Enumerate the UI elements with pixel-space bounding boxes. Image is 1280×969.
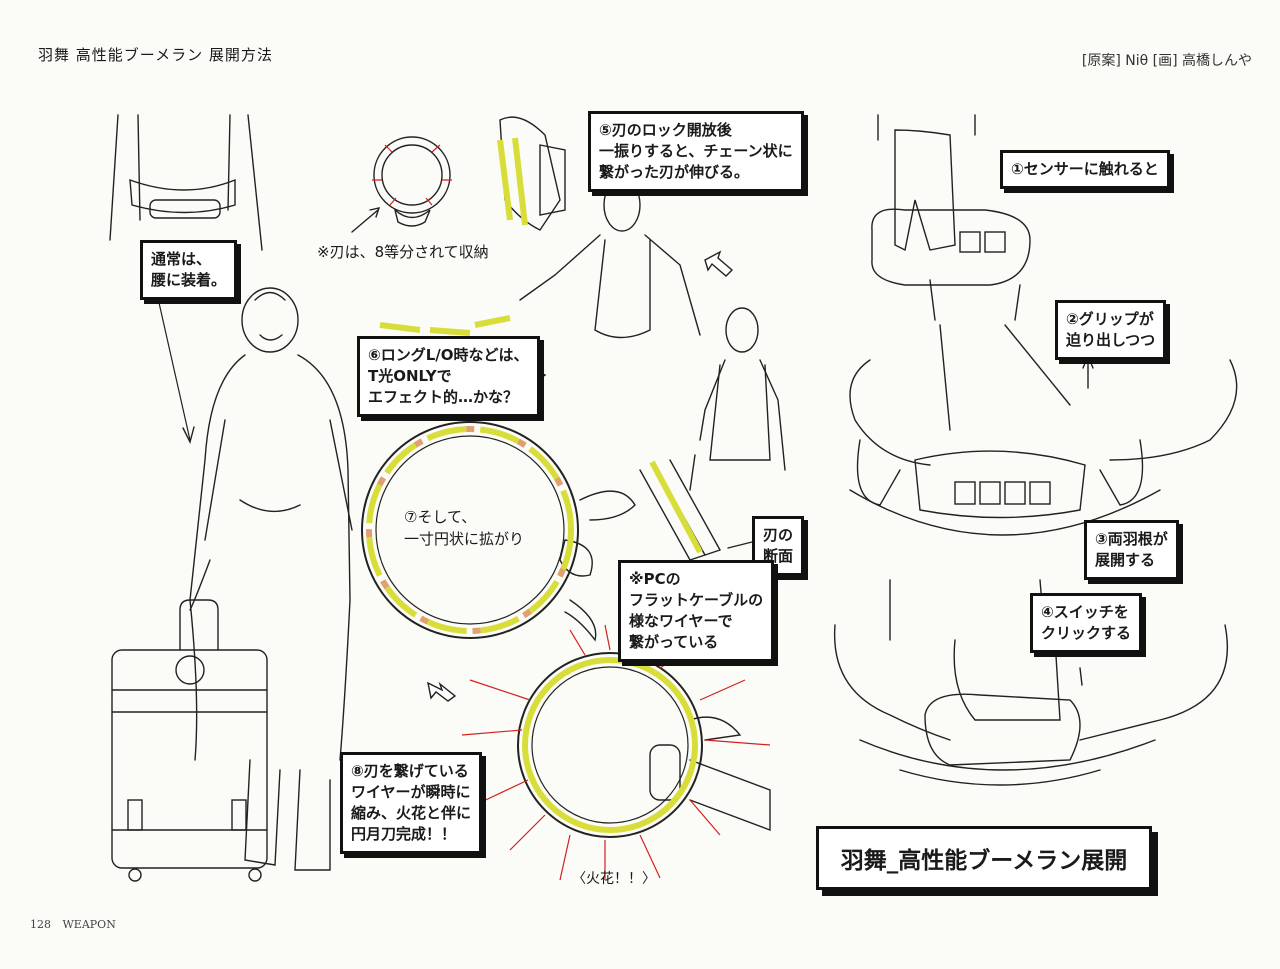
standing-girl-sketch (689, 307, 786, 491)
caption-step7: ⑦そして、 一寸円状に拡がり (404, 508, 525, 548)
expanding-ring (361, 421, 636, 642)
waist-sketch (109, 114, 263, 251)
caption-step1: ①センサーに触れると (1000, 150, 1170, 189)
page-header-credit: [原案] Niθ [画] 高橋しんや (1081, 53, 1252, 69)
caption-spark: 〈火花！！〉 (572, 871, 656, 887)
page-header-title: 羽舞 高性能ブーメラン 展開方法 (38, 46, 273, 64)
folded-blade-ring (351, 136, 451, 233)
page-footer: 128 WEAPON (30, 918, 124, 931)
yellow-blade-highlights (366, 137, 703, 833)
woman-back-sketch (189, 287, 353, 871)
caption-step4: ④スイッチを クリックする (1030, 593, 1143, 653)
caption-step3: ③両羽根が 展開する (1084, 520, 1179, 580)
section-name: WEAPON (62, 918, 116, 931)
completed-ring (517, 652, 771, 838)
caption-step2: ②グリップが 迫り出しつつ (1055, 300, 1167, 360)
caption-blade-storage: ※刃は、8等分されて収納 (317, 243, 489, 261)
caption-step6: ⑥ロングL/O時などは、 T光ONLYで エフェクト的…かな？ (357, 336, 540, 417)
grip-extending-sketch (849, 279, 1238, 536)
suitcase-sketch (111, 599, 268, 882)
caption-waist-mount: 通常は、 腰に装着。 (140, 240, 238, 300)
page-number: 128 (30, 918, 51, 931)
sensor-hand-sketch (871, 114, 1031, 286)
panel-title: 羽舞_高性能ブーメラン展開 (816, 826, 1152, 890)
caption-step5: ⑤刃のロック開放後 一振りすると、チェーン状に 繋がった刃が伸びる。 (588, 111, 804, 192)
caption-wire-note: ※PCの フラットケーブルの 様なワイヤーで 繋がっている (618, 560, 775, 662)
throwing-figure-sketch (519, 178, 701, 339)
caption-step8: ⑧刃を繋げている ワイヤーが瞬時に 縮み、火花と伴に 円月刀完成！！ (340, 752, 483, 854)
orange-blade-joints (366, 426, 574, 634)
